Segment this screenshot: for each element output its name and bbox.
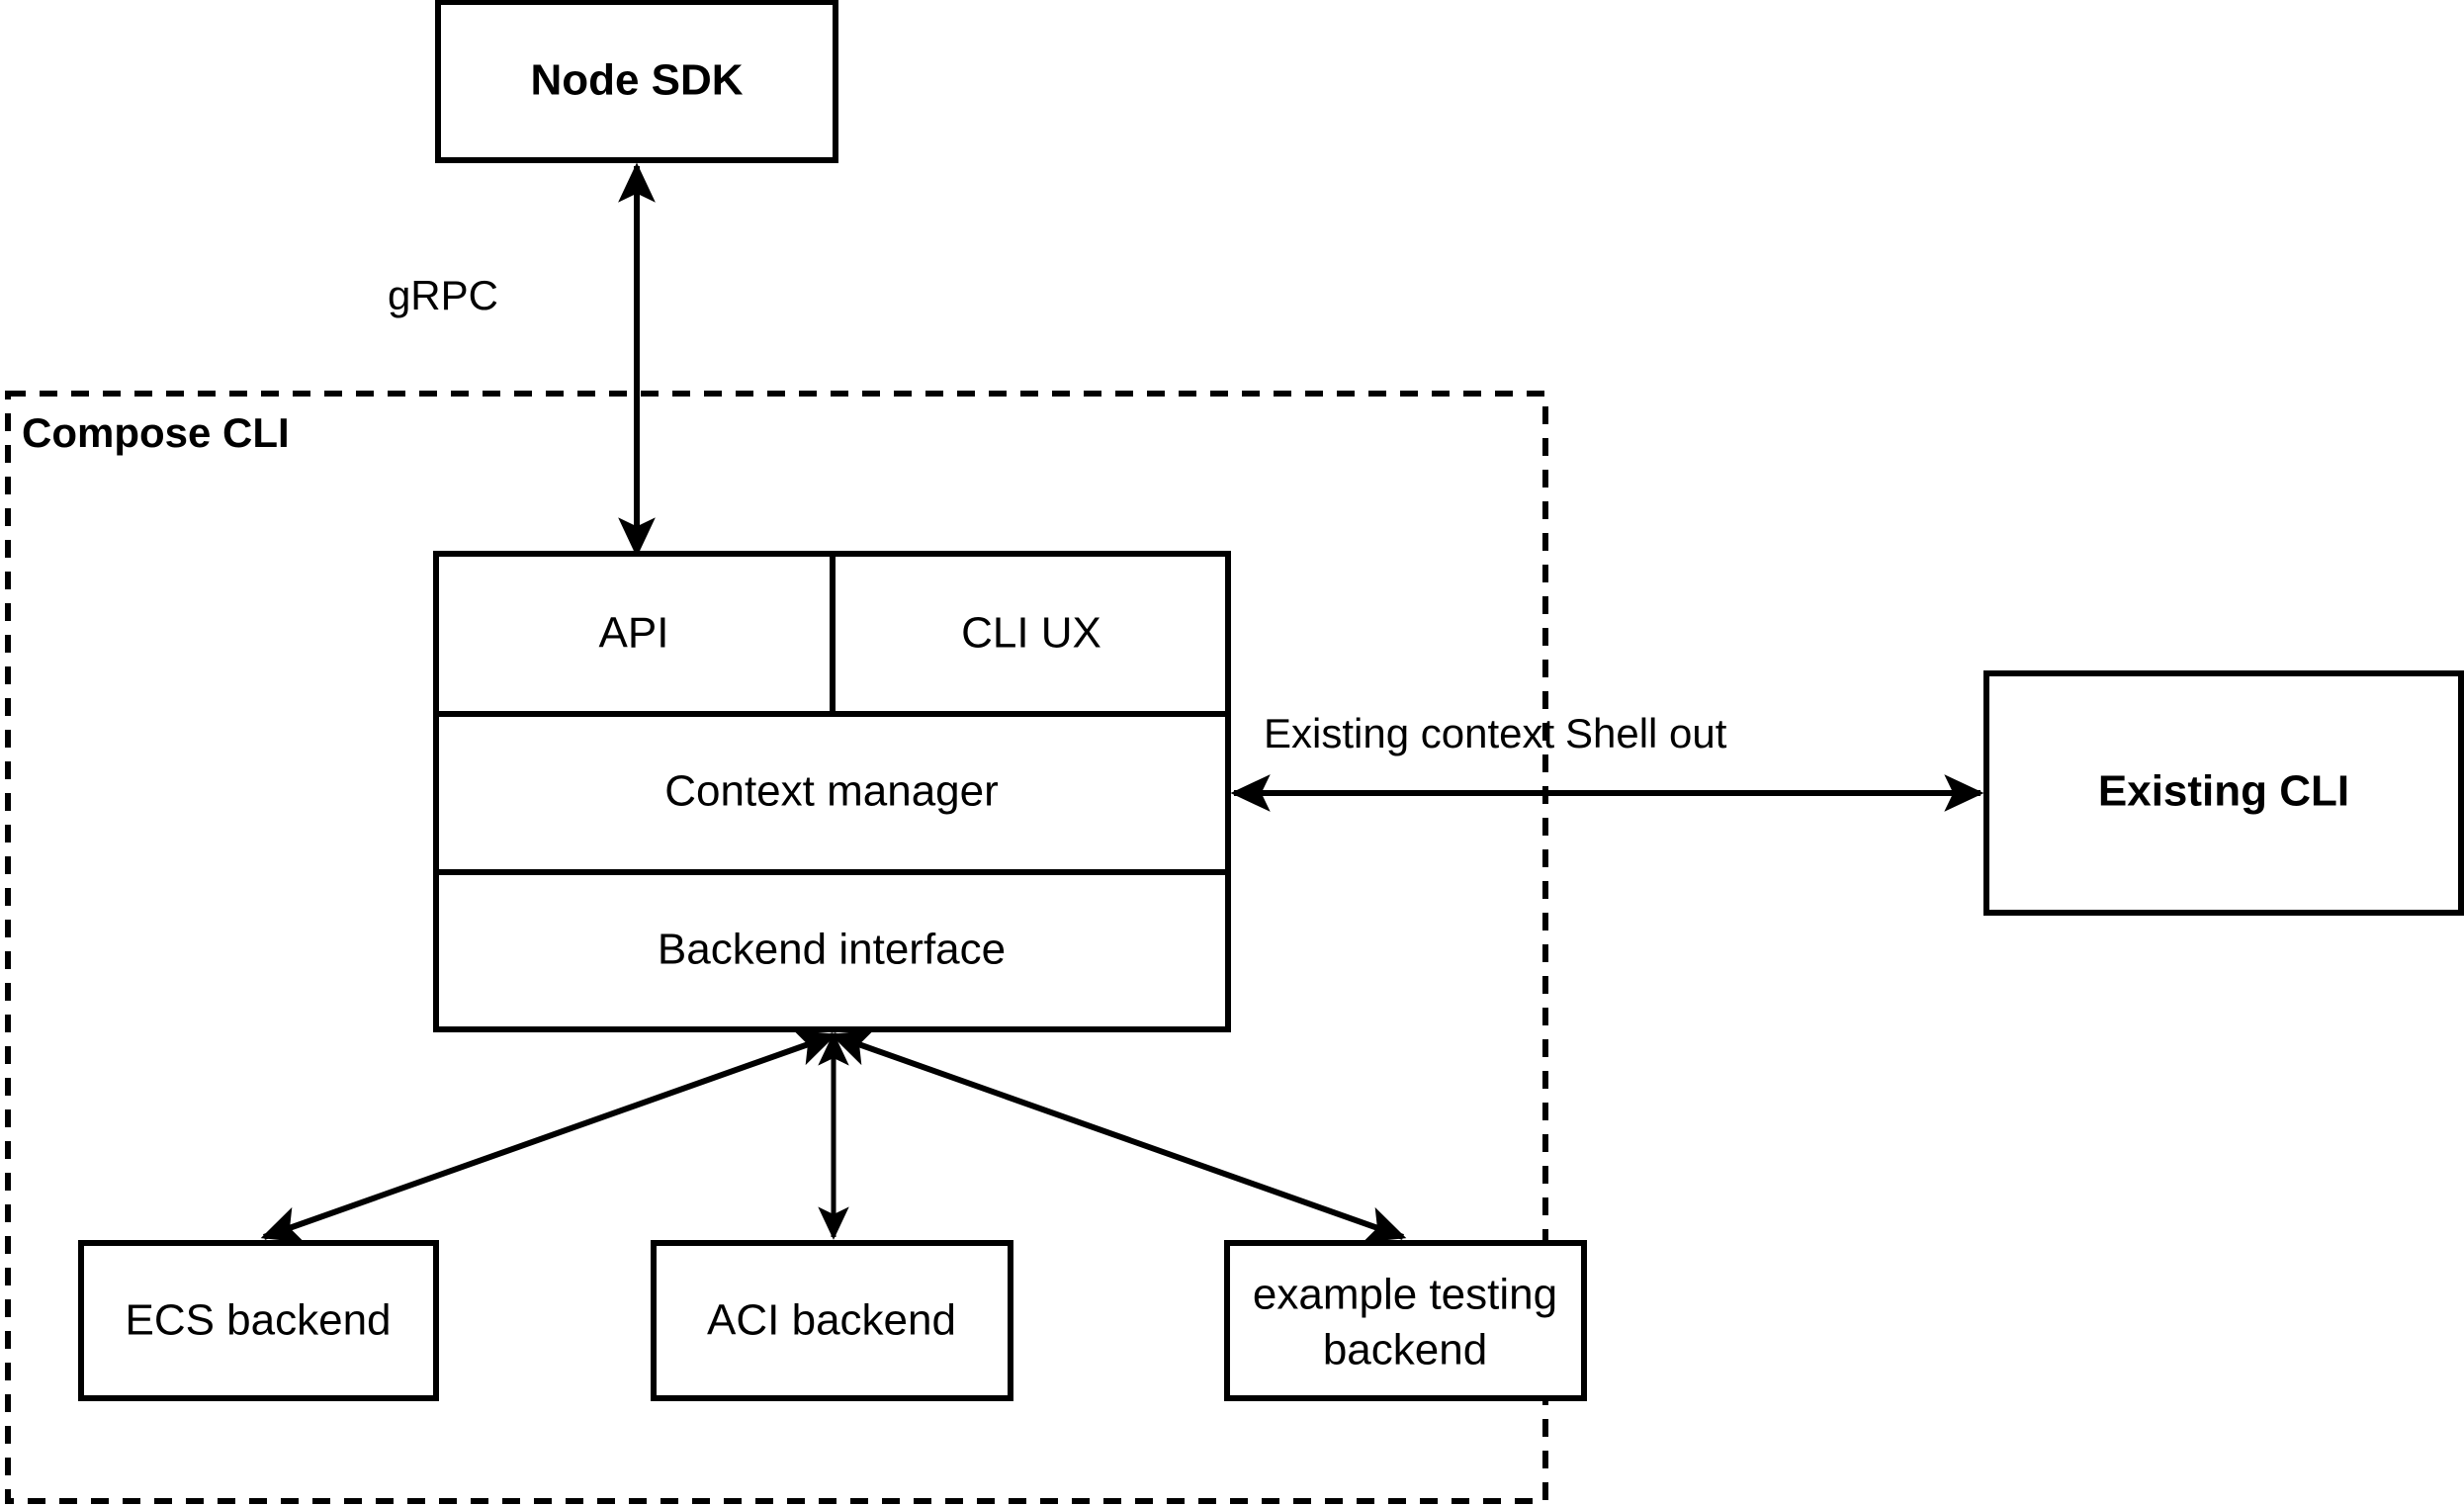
existing-cli-box[interactable] [1983,670,2464,916]
example-testing-backend-label-line1: example testing [1253,1271,1557,1319]
ecs-backend-label: ECS backend [125,1296,391,1345]
context-manager-label: Context manager [664,767,999,816]
node-sdk-label: Node SDK [530,56,743,105]
grpc-edge-label: gRPC [388,272,498,318]
shell-out-label: Shell out [1565,710,1727,756]
ecs-backend-box[interactable] [78,1240,439,1401]
example-testing-backend-label-line2: backend [1323,1326,1487,1374]
existing-cli-label: Existing CLI [2098,767,2349,816]
example-testing-backend-box[interactable] [1224,1240,1587,1401]
backend-to-ecs-edge [260,1029,837,1243]
existing-context-label: Existing context [1264,710,1554,756]
compose-cli-group-border [5,391,1548,1504]
backend-interface-label: Backend interface [658,926,1006,974]
backend-to-example-edge [830,1029,1407,1243]
cli-ux-label: CLI UX [961,609,1101,658]
node-sdk-box[interactable] [435,0,838,163]
compose-cli-group-label: Compose CLI [22,409,290,456]
api-label: API [599,609,669,658]
aci-backend-label: ACI backend [707,1296,956,1345]
aci-backend-box[interactable] [651,1240,1013,1401]
